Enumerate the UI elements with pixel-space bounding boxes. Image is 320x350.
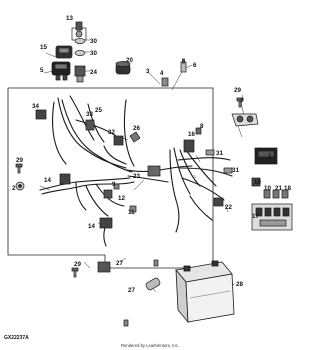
fuse-block-part bbox=[251, 203, 293, 231]
bolt-part bbox=[71, 267, 79, 278]
callout-32: 32 bbox=[108, 129, 115, 136]
connector-part bbox=[99, 217, 113, 229]
solenoid-part bbox=[231, 113, 259, 127]
callout-29-bottom: 29 bbox=[74, 261, 81, 268]
callout-15: 15 bbox=[40, 44, 47, 51]
callout-34: 34 bbox=[32, 103, 39, 110]
callout-24: 24 bbox=[90, 69, 97, 76]
callout-14-b: 14 bbox=[88, 223, 95, 230]
clip-part bbox=[129, 131, 141, 143]
callout-30-b: 30 bbox=[90, 50, 97, 57]
terminal-part bbox=[223, 167, 233, 174]
fuse-holder-part bbox=[263, 189, 271, 199]
bolt-part bbox=[123, 319, 129, 327]
cap-part bbox=[115, 61, 131, 75]
bolt-part bbox=[153, 259, 159, 267]
fuse-holder-part bbox=[272, 189, 280, 199]
diagram-code: GX22237A bbox=[4, 335, 29, 341]
connector-part bbox=[147, 165, 161, 177]
wiring-harness-diagram: 13 30 30 15 5 24 20 3 4 6 29 7 34 33 25 … bbox=[7, 15, 293, 327]
callout-25: 25 bbox=[95, 107, 102, 114]
callout-9: 9 bbox=[112, 181, 116, 188]
callout-33: 33 bbox=[86, 111, 93, 118]
credit-line: Rendered by LeadVenture, Inc. bbox=[121, 343, 179, 348]
callout-17: 17 bbox=[252, 213, 259, 220]
bolt-part bbox=[15, 163, 23, 174]
callout-19: 19 bbox=[254, 179, 261, 186]
inline-fuse-part bbox=[145, 277, 161, 291]
callout-7: 7 bbox=[240, 98, 244, 105]
battery-part bbox=[175, 260, 235, 324]
callout-12: 12 bbox=[118, 195, 125, 202]
callout-14-a: 14 bbox=[44, 177, 51, 184]
connector-part bbox=[129, 205, 137, 213]
ground-terminal-part bbox=[15, 181, 25, 191]
callout-10: 10 bbox=[264, 185, 271, 192]
callout-27-a: 27 bbox=[116, 260, 123, 267]
socket-part bbox=[74, 65, 86, 83]
bolt-part bbox=[236, 97, 244, 108]
connector-part bbox=[103, 189, 113, 199]
callout-4: 4 bbox=[160, 70, 164, 77]
callout-2: 2 bbox=[12, 185, 16, 192]
callout-20: 20 bbox=[126, 57, 133, 64]
callout-11: 11 bbox=[128, 209, 135, 216]
callout-23: 23 bbox=[133, 173, 140, 180]
callout-21: 21 bbox=[275, 185, 282, 192]
connector-part bbox=[35, 109, 47, 120]
connector-part bbox=[251, 177, 261, 187]
terminal-part bbox=[205, 149, 215, 156]
relay-part bbox=[254, 147, 278, 165]
harness-wires bbox=[39, 95, 233, 247]
callout-labels: 13 30 30 15 5 24 20 3 4 6 29 7 34 33 25 … bbox=[12, 15, 291, 294]
connector-part bbox=[213, 197, 224, 207]
connector-part bbox=[59, 173, 71, 185]
connector-part bbox=[195, 127, 202, 135]
seat-switch-part bbox=[51, 61, 71, 81]
connector-part bbox=[97, 261, 111, 273]
connector-part bbox=[161, 77, 169, 87]
parts bbox=[15, 21, 293, 327]
callout-16: 16 bbox=[188, 131, 195, 138]
key-switch-part bbox=[71, 21, 87, 41]
connector-part bbox=[183, 139, 195, 153]
callout-18: 18 bbox=[284, 185, 291, 192]
callout-3: 3 bbox=[146, 68, 150, 75]
callout-29-left: 29 bbox=[16, 157, 23, 164]
callout-8-top: 8 bbox=[200, 123, 204, 130]
callout-1: 1 bbox=[268, 153, 272, 160]
callout-5: 5 bbox=[40, 67, 44, 74]
callout-29-top: 29 bbox=[234, 87, 241, 94]
fuse-holder-part bbox=[281, 189, 289, 199]
callout-31-b: 31 bbox=[232, 167, 239, 174]
connector-part bbox=[113, 183, 120, 190]
callout-28: 28 bbox=[236, 281, 243, 288]
nut-part bbox=[74, 50, 86, 56]
callout-30-a: 30 bbox=[90, 38, 97, 45]
toggle-switch-part bbox=[55, 45, 73, 59]
callout-31-a: 31 bbox=[216, 150, 223, 157]
fuse-part bbox=[180, 58, 187, 73]
callout-26: 26 bbox=[133, 125, 140, 132]
nut-part bbox=[74, 38, 86, 44]
callout-22: 22 bbox=[225, 204, 232, 211]
connector-part bbox=[85, 119, 95, 131]
connector-part bbox=[113, 135, 124, 146]
callout-6: 6 bbox=[193, 62, 197, 69]
callout-27-b: 27 bbox=[128, 287, 135, 294]
leader-lines bbox=[39, 21, 269, 293]
callout-13: 13 bbox=[66, 15, 73, 22]
